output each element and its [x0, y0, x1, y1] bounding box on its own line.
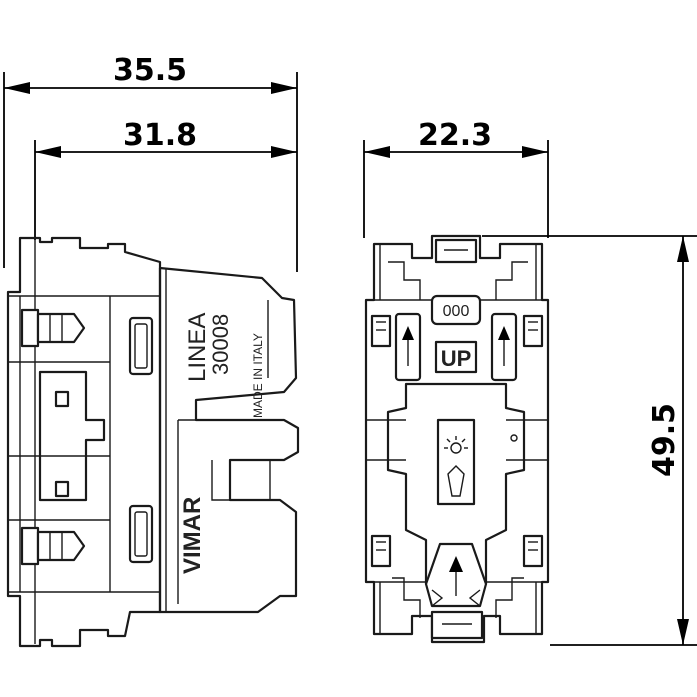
right-upper-clip	[522, 314, 544, 348]
dimension-height: 49.5	[482, 235, 697, 646]
left-lower-clip	[370, 534, 392, 568]
up-label-box: UP	[434, 340, 478, 374]
product-code-label: 30008	[208, 314, 233, 375]
lamp-icon	[436, 418, 476, 506]
right-lower-clip	[522, 534, 544, 568]
upper-terminal-screw	[20, 308, 86, 348]
dimension-front-width: 22.3	[363, 118, 549, 238]
front-view: 000 UP	[364, 234, 550, 644]
origin-label: MADE IN ITALY	[251, 333, 265, 418]
dimension-label-22-3: 22.3	[418, 118, 492, 153]
side-view: LINEA 30008 MADE IN ITALY VIMAR	[6, 236, 300, 648]
dimension-label-31-8: 31.8	[123, 118, 197, 153]
middle-clamp	[38, 370, 106, 502]
top-connector	[434, 238, 478, 264]
indicator-label: 000	[443, 303, 470, 320]
up-label: UP	[441, 346, 472, 371]
dimension-label-35-5: 35.5	[113, 53, 187, 88]
brand-label: VIMAR	[179, 497, 206, 574]
left-upper-clip	[370, 314, 392, 348]
series-label: LINEA	[184, 313, 211, 382]
lower-terminal-screw	[20, 526, 86, 566]
indicator-window: 000	[430, 294, 482, 326]
upper-slot	[128, 316, 154, 376]
lower-slot	[128, 504, 154, 564]
bottom-mechanism	[424, 542, 488, 608]
left-up-arrow-icon	[394, 312, 422, 382]
dimension-body-width: 31.8	[34, 118, 297, 240]
dimension-overall-width: 35.5	[3, 53, 298, 272]
bottom-connector	[430, 610, 484, 640]
right-up-arrow-icon	[490, 312, 518, 382]
dimension-label-49-5: 49.5	[647, 403, 682, 477]
